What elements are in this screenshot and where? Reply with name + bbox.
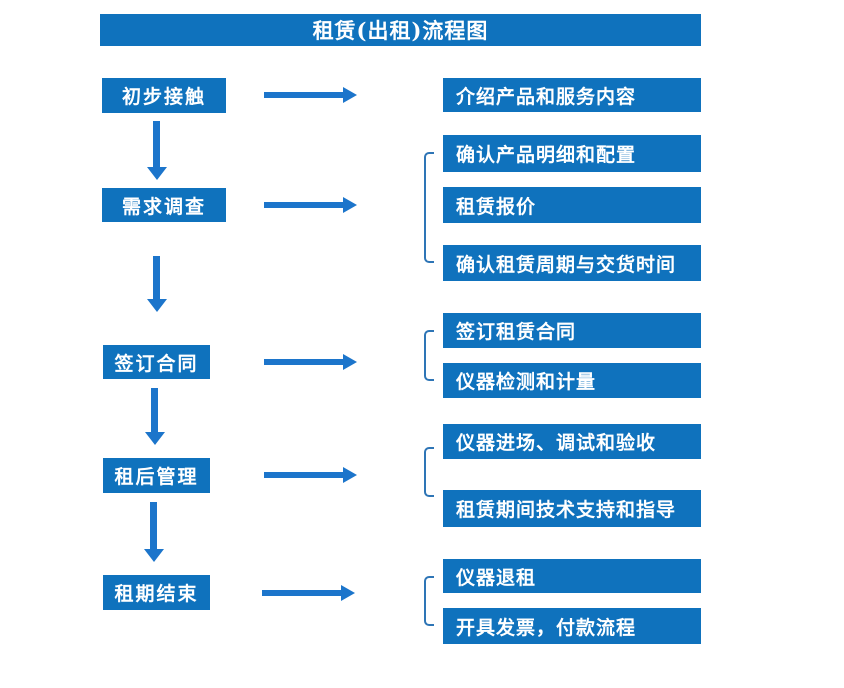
right-arrow-5 bbox=[262, 585, 355, 601]
right-arrow-1 bbox=[264, 87, 357, 103]
arrow-head-icon bbox=[341, 585, 355, 601]
detail-label: 开具发票，付款流程 bbox=[456, 616, 637, 639]
step-box-sign-contract: 签订合同 bbox=[103, 345, 210, 379]
detail-label: 确认产品明细和配置 bbox=[456, 144, 637, 166]
right-arrow-4 bbox=[264, 467, 357, 483]
detail-box-introduce-products: 介绍产品和服务内容 bbox=[443, 78, 701, 112]
step-label: 需求调查 bbox=[121, 195, 206, 218]
arrow-head-icon bbox=[145, 432, 165, 445]
flowchart-title: 租赁(出租)流程图 bbox=[312, 18, 489, 43]
group-bracket-demand-survey bbox=[424, 152, 434, 263]
step-label: 初步接触 bbox=[121, 86, 206, 108]
right-arrow-3 bbox=[264, 354, 357, 370]
step-box-post-rental-management: 租后管理 bbox=[103, 458, 210, 493]
detail-label: 仪器进场、调试和验收 bbox=[456, 432, 657, 454]
detail-box-sign-rental-contract: 签订租赁合同 bbox=[443, 313, 701, 348]
down-arrow-2 bbox=[147, 256, 167, 312]
detail-box-instrument-testing: 仪器检测和计量 bbox=[443, 363, 701, 398]
detail-label: 租赁期间技术支持和指导 bbox=[456, 499, 677, 521]
arrow-head-icon bbox=[343, 354, 357, 370]
step-label: 租后管理 bbox=[114, 466, 199, 488]
step-label: 签订合同 bbox=[114, 352, 199, 375]
group-bracket-lease-end bbox=[424, 576, 434, 626]
group-bracket-sign-contract bbox=[424, 330, 434, 381]
down-arrow-1 bbox=[147, 121, 167, 180]
arrow-head-icon bbox=[147, 299, 167, 312]
detail-box-instrument-setup-acceptance: 仪器进场、调试和验收 bbox=[443, 424, 701, 459]
detail-box-confirm-product-config: 确认产品明细和配置 bbox=[443, 135, 701, 172]
step-box-initial-contact: 初步接触 bbox=[102, 78, 226, 113]
arrow-shaft bbox=[153, 256, 160, 300]
step-box-lease-end: 租期结束 bbox=[103, 575, 210, 610]
arrow-shaft bbox=[264, 92, 343, 98]
detail-box-rental-quote: 租赁报价 bbox=[443, 187, 701, 223]
arrow-shaft bbox=[264, 359, 343, 365]
arrow-head-icon bbox=[343, 87, 357, 103]
arrow-shaft bbox=[264, 472, 343, 478]
detail-label: 仪器检测和计量 bbox=[456, 371, 597, 393]
detail-box-confirm-period-delivery: 确认租赁周期与交货时间 bbox=[443, 245, 701, 281]
detail-label: 签订租赁合同 bbox=[456, 321, 577, 343]
arrow-shaft bbox=[262, 590, 341, 596]
detail-label: 仪器退租 bbox=[456, 566, 537, 589]
arrow-shaft bbox=[264, 202, 343, 208]
arrow-head-icon bbox=[343, 467, 357, 483]
arrow-shaft bbox=[150, 502, 157, 550]
detail-box-invoice-payment: 开具发票，付款流程 bbox=[443, 608, 701, 644]
right-arrow-2 bbox=[264, 197, 357, 213]
detail-label: 确认租赁周期与交货时间 bbox=[456, 253, 677, 276]
flowchart-title-banner: 租赁(出租)流程图 bbox=[100, 14, 701, 46]
detail-label: 租赁报价 bbox=[456, 195, 537, 218]
group-bracket-post-rental bbox=[424, 447, 434, 497]
step-label: 租期结束 bbox=[114, 583, 199, 605]
arrow-head-icon bbox=[147, 167, 167, 180]
arrow-shaft bbox=[153, 121, 160, 168]
down-arrow-4 bbox=[144, 502, 164, 562]
detail-label: 介绍产品和服务内容 bbox=[456, 85, 637, 108]
detail-box-tech-support: 租赁期间技术支持和指导 bbox=[443, 490, 701, 527]
detail-box-instrument-return: 仪器退租 bbox=[443, 559, 701, 593]
arrow-head-icon bbox=[343, 197, 357, 213]
step-box-demand-survey: 需求调查 bbox=[102, 188, 226, 222]
arrow-head-icon bbox=[144, 549, 164, 562]
down-arrow-3 bbox=[145, 388, 165, 445]
arrow-shaft bbox=[151, 388, 158, 433]
